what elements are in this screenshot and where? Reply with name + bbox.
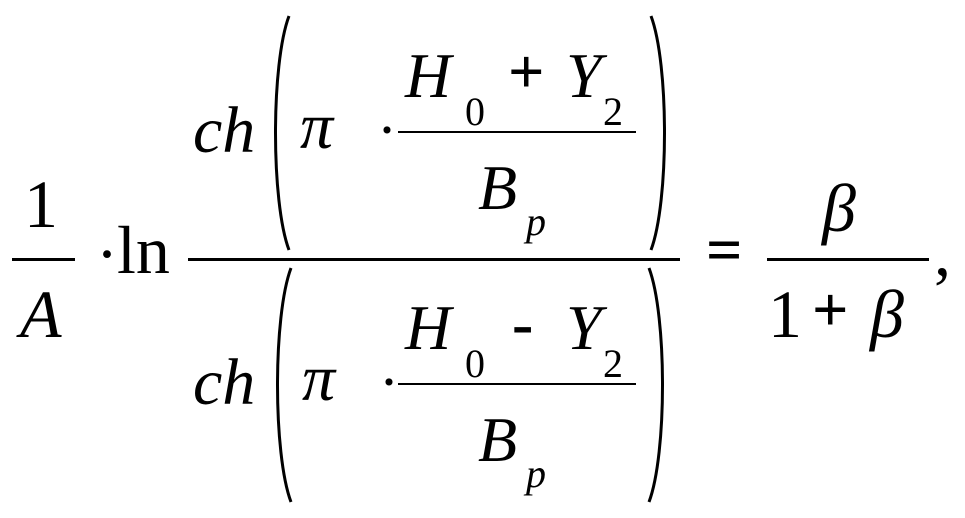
denominator-pi: π — [302, 342, 336, 415]
numerator-left-paren — [274, 15, 291, 251]
numerator-dot: · — [377, 97, 397, 163]
numerator-inner-fraction-bar — [398, 131, 636, 133]
equals-sign: = — [706, 214, 743, 285]
denominator-Y-subscript: 2 — [603, 341, 623, 386]
numerator-Y: Y — [566, 40, 602, 111]
denominator-dot: · — [379, 349, 399, 415]
main-fraction-bar — [188, 258, 680, 261]
numerator-H: H — [405, 40, 452, 111]
denominator-Y: Y — [566, 292, 602, 363]
denominator-H-subscript: 0 — [465, 341, 485, 386]
denominator-minus: - — [512, 288, 534, 359]
rhs-denominator-beta: β — [870, 276, 904, 352]
denominator-B: B — [478, 404, 518, 475]
numerator-B-subscript: p — [526, 199, 546, 244]
denominator-left-paren — [276, 267, 293, 503]
denominator-H: H — [405, 292, 452, 363]
denominator-right-paren — [647, 267, 664, 503]
denominator-ch: ch — [193, 346, 256, 419]
rhs-fraction-bar — [767, 258, 929, 261]
rhs-denominator-one: 1 — [768, 276, 802, 352]
rhs-denominator-plus: + — [812, 274, 849, 345]
ln-function: ln — [117, 212, 170, 288]
numerator-B: B — [478, 152, 518, 223]
numerator-pi: π — [300, 90, 334, 163]
numerator-right-paren — [649, 15, 666, 251]
trailing-comma: , — [934, 214, 951, 290]
coefficient-fraction-bar — [12, 258, 75, 261]
coefficient-numerator: 1 — [24, 166, 58, 242]
multiply-dot: · — [96, 218, 118, 291]
numerator-ch: ch — [193, 94, 256, 167]
numerator-Y-subscript: 2 — [603, 89, 623, 134]
numerator-H-subscript: 0 — [465, 89, 485, 134]
numerator-plus: + — [508, 36, 545, 107]
coefficient-denominator: A — [20, 276, 62, 352]
rhs-numerator-beta: β — [822, 170, 856, 246]
denominator-B-subscript: p — [526, 451, 546, 496]
denominator-inner-fraction-bar — [398, 383, 636, 385]
